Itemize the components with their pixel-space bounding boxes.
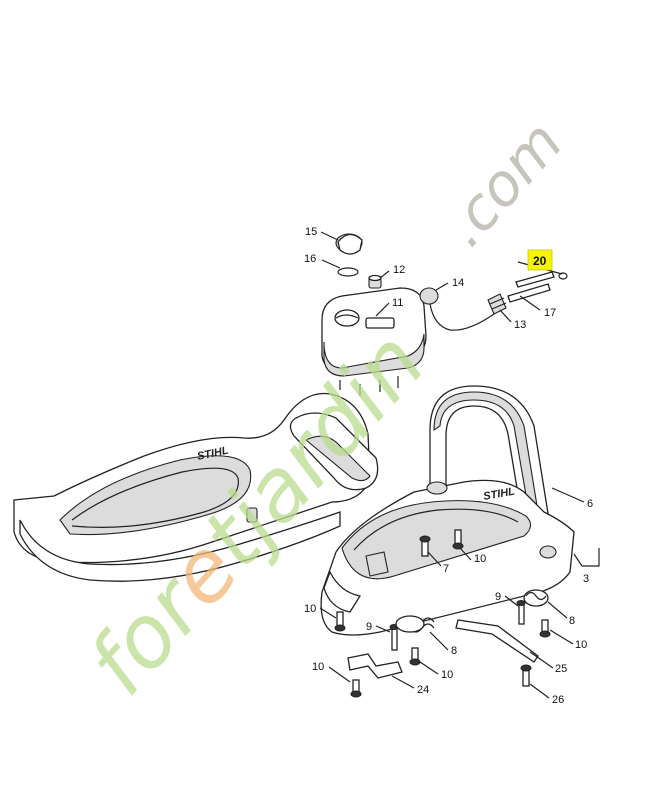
spring-8-left	[395, 615, 435, 633]
fuel-tank-assembly	[321, 233, 568, 396]
rear-handle-housing: STIHL	[13, 392, 379, 582]
callout-12: 12	[393, 264, 405, 276]
screw-7	[419, 535, 431, 557]
screw-9-left	[389, 624, 399, 651]
screw-10-bottom	[350, 679, 362, 698]
bracket-24	[347, 653, 403, 679]
screw-26	[520, 664, 532, 687]
screw-10-frame	[452, 529, 464, 550]
front-handle-frame: STIHL	[320, 385, 575, 636]
screw-10-mid	[409, 647, 421, 666]
fuel-tank-part	[321, 287, 427, 396]
screw-10-right	[539, 619, 551, 638]
callout-9-left: 9	[366, 621, 372, 633]
callout-8-right: 8	[569, 615, 575, 627]
callout-24: 24	[417, 684, 429, 696]
hose-part	[507, 271, 555, 303]
callout-25: 25	[555, 663, 567, 675]
highlighted-part-20	[558, 272, 568, 280]
callout-10-left: 10	[304, 603, 316, 615]
callout-10-frame: 10	[474, 553, 486, 565]
highlight-box	[527, 249, 553, 271]
callout-14: 14	[452, 277, 464, 289]
o-ring-part	[337, 267, 359, 277]
callout-10-bottom: 10	[312, 661, 324, 673]
fuel-line-part	[487, 293, 507, 315]
callout-3: 3	[583, 573, 589, 585]
leader-lines	[319, 231, 600, 699]
highlight-label: 20	[533, 254, 547, 268]
brand-mark-right: STIHL	[482, 486, 516, 503]
fuel-cap-part	[335, 233, 363, 255]
callout-6: 6	[587, 498, 593, 510]
grommet-part	[368, 274, 382, 289]
callout-labels: 15 16 12 14 11 17 13 6 3 7 10 10 9 8 10 …	[304, 226, 593, 706]
callout-7: 7	[443, 563, 449, 575]
bracket-25	[455, 619, 539, 663]
callout-15: 15	[305, 226, 317, 238]
callout-16: 16	[304, 253, 316, 265]
watermark-tail: .com	[430, 108, 576, 259]
callout-26: 26	[552, 694, 564, 706]
callout-11: 11	[392, 297, 403, 309]
callout-13: 13	[514, 319, 526, 331]
screw-9-right	[516, 600, 526, 625]
callout-10-mid: 10	[441, 669, 453, 681]
callout-8-left: 8	[451, 645, 457, 657]
pickup-body-part	[419, 287, 495, 331]
callout-17: 17	[544, 307, 556, 319]
callout-9-right: 9	[495, 591, 501, 603]
callout-10-right: 10	[575, 639, 587, 651]
spring-8-right	[523, 589, 549, 607]
watermark-tail-group: .com	[430, 108, 576, 259]
hardware-parts	[334, 529, 551, 698]
screw-10-left	[334, 611, 346, 632]
